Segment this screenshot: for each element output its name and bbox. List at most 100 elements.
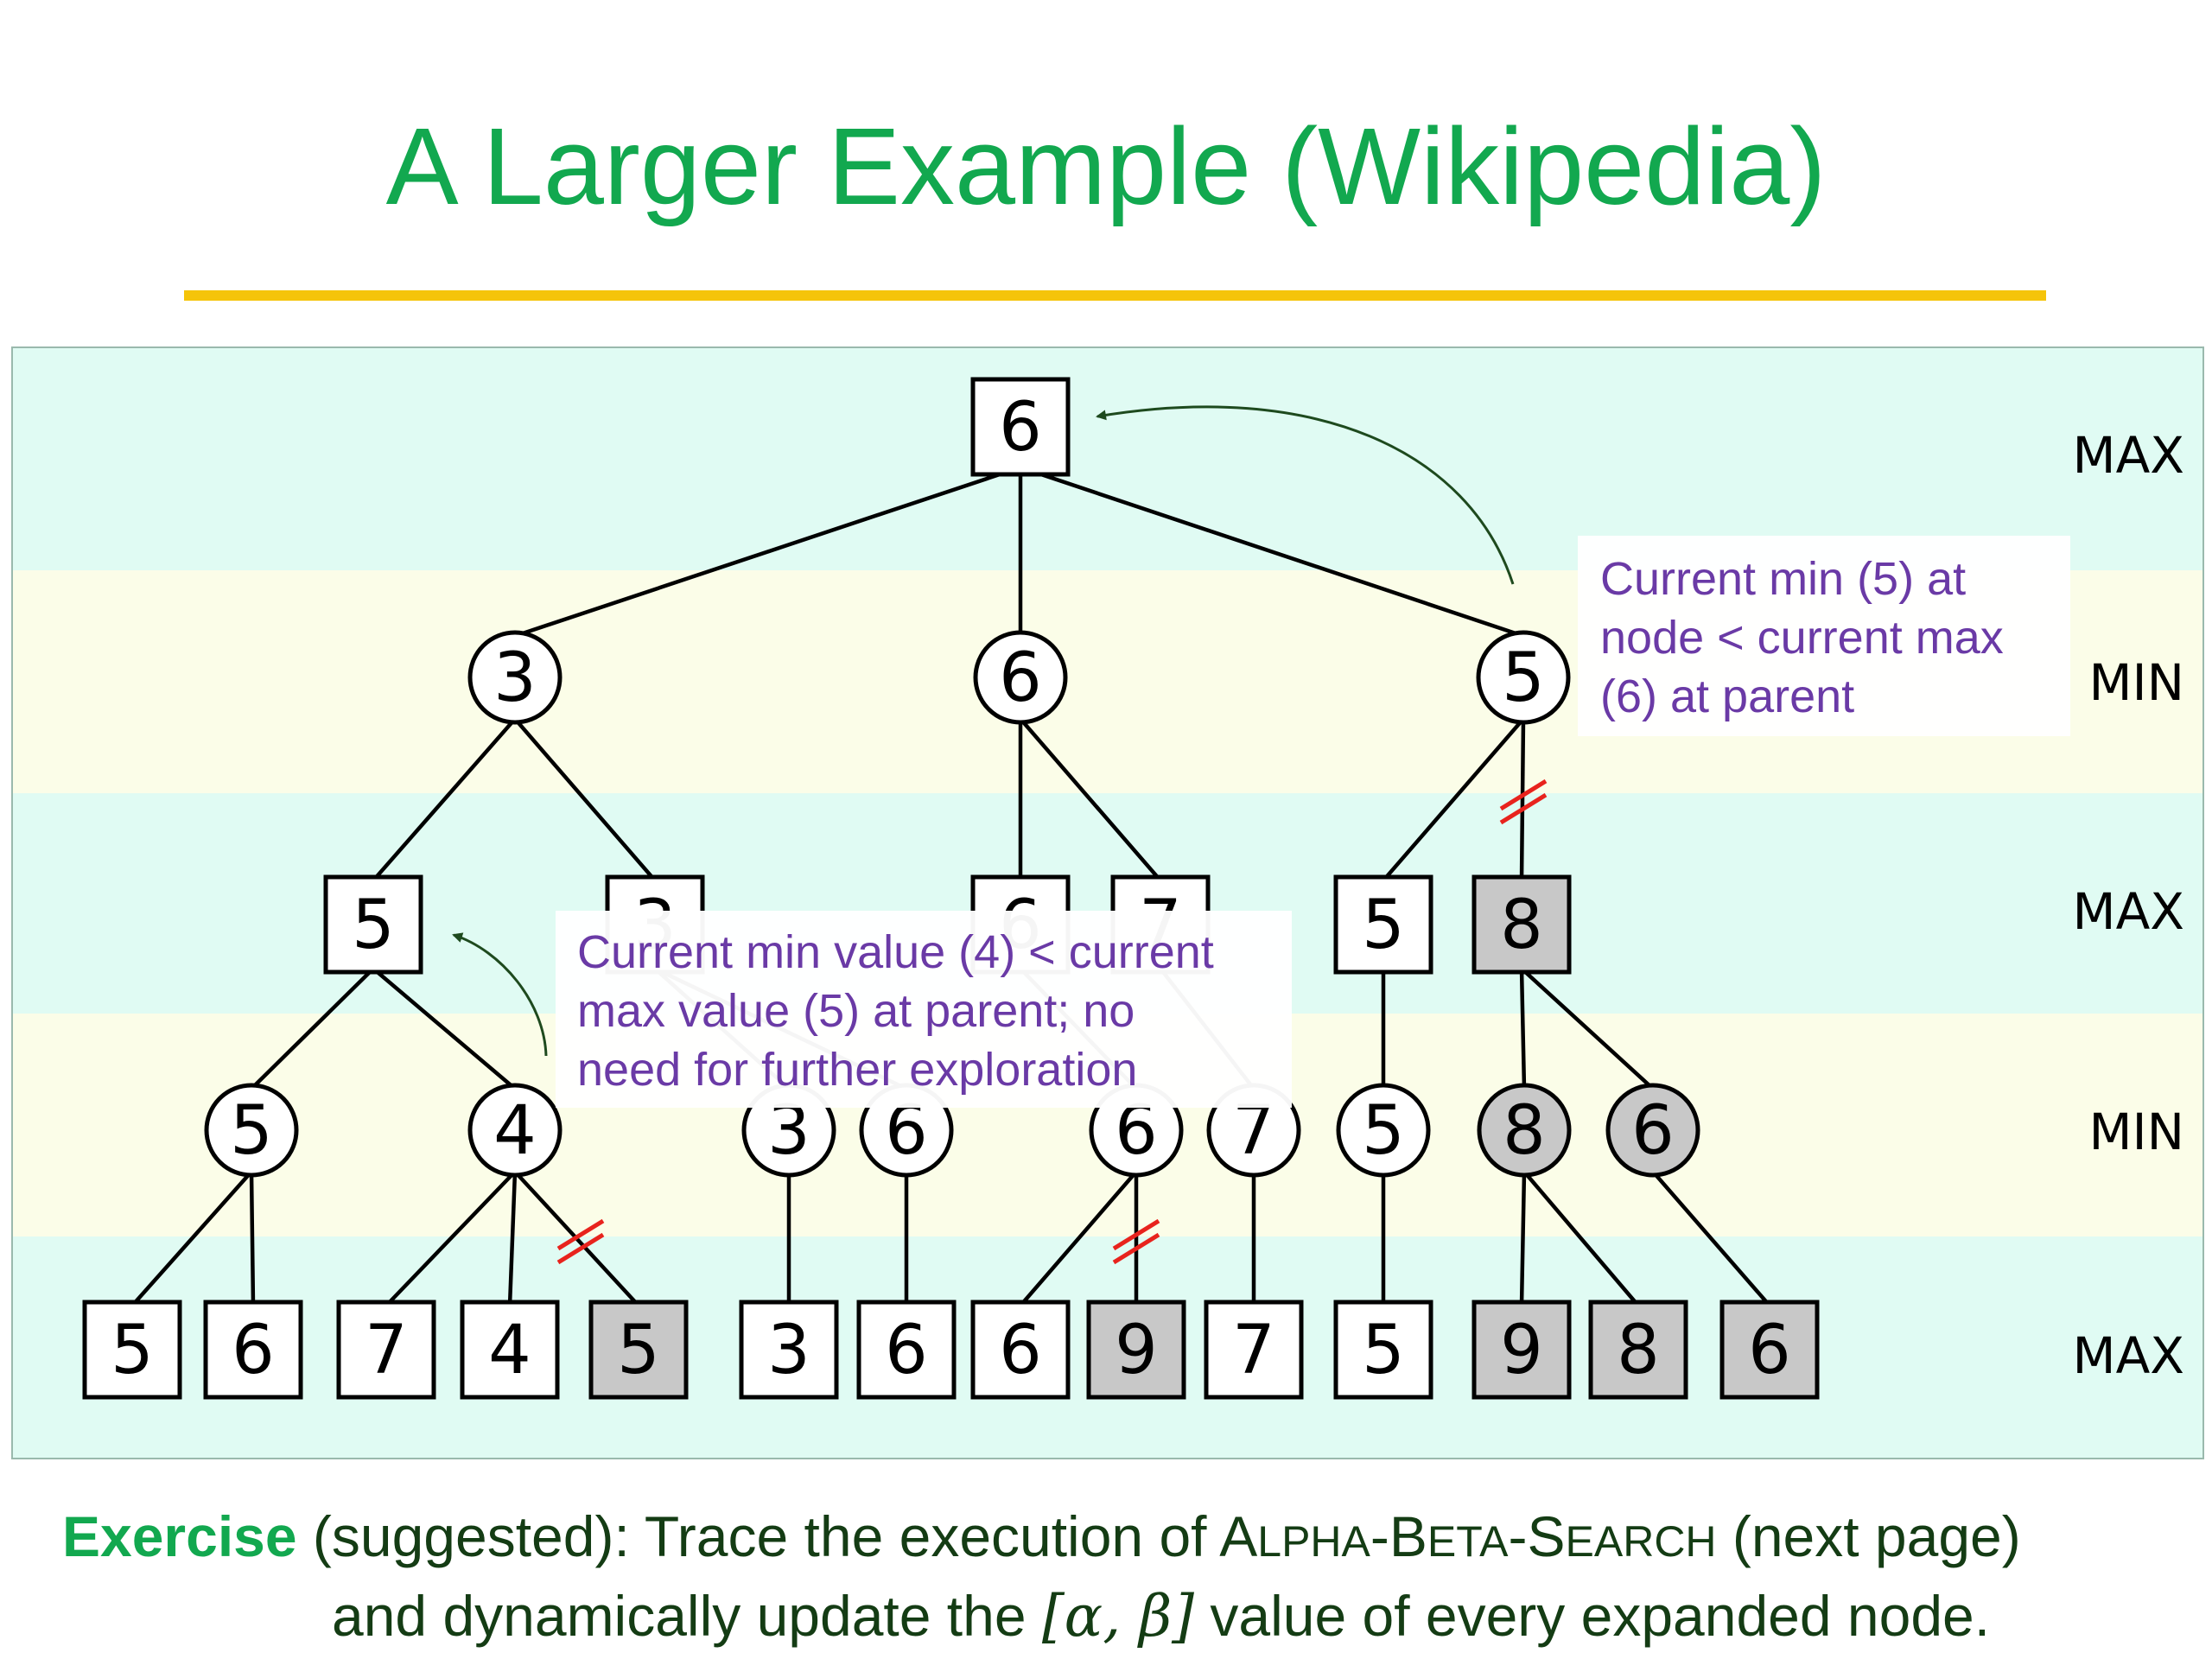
level-label-min: MIN bbox=[2088, 1103, 2184, 1161]
max-node: 6 bbox=[856, 1300, 957, 1400]
tree-edge bbox=[514, 465, 1021, 639]
level-label-max: MAX bbox=[2073, 882, 2184, 941]
callout-upper-line: Current min (5) at bbox=[1600, 553, 1966, 605]
max-node-pruned: 8 bbox=[1471, 874, 1572, 975]
min-node: 5 bbox=[1476, 630, 1571, 725]
slide-title: A Larger Example (Wikipedia) bbox=[385, 105, 1827, 227]
node-value: 7 bbox=[1232, 1312, 1275, 1389]
exercise-text: Exercise (suggested): Trace the executio… bbox=[62, 1499, 2171, 1654]
node-value: 5 bbox=[1362, 887, 1405, 964]
tree-edge bbox=[1522, 1170, 1640, 1307]
min-node: 4 bbox=[467, 1083, 563, 1178]
tree-edge bbox=[250, 967, 375, 1090]
tree-edge bbox=[1019, 717, 1162, 882]
tree-edge bbox=[1519, 968, 1527, 1090]
max-node: 4 bbox=[460, 1300, 560, 1400]
max-node: 5 bbox=[1333, 1300, 1433, 1400]
tree-edge bbox=[1651, 1170, 1771, 1307]
callout-lower-line: need for further exploration bbox=[577, 1044, 1137, 1096]
level-label-max: MAX bbox=[2073, 1326, 2184, 1385]
tree-edge bbox=[1019, 1170, 1138, 1307]
algorithm-name: ALPHA-BETA-SEARCH bbox=[1219, 1504, 1717, 1568]
min-node: 5 bbox=[1336, 1083, 1431, 1178]
node-value: 5 bbox=[111, 1312, 154, 1389]
node-value: 6 bbox=[1631, 1092, 1675, 1170]
node-value: 9 bbox=[1115, 1312, 1158, 1389]
max-node: 7 bbox=[1204, 1300, 1304, 1400]
tree-edge bbox=[372, 967, 517, 1090]
exercise-line-2: and dynamically update the [α, β] value … bbox=[62, 1579, 2171, 1654]
tree-edge bbox=[507, 1171, 518, 1306]
level-labels: MAX MIN MAX MIN MAX bbox=[2073, 426, 2184, 1385]
prune-mark bbox=[556, 1218, 605, 1265]
callout-lower-line: Current min value (4) < current bbox=[577, 926, 1214, 978]
callout-lower-line: max value (5) at parent; no bbox=[577, 985, 1135, 1037]
prune-mark bbox=[1499, 779, 1548, 825]
node-value: 5 bbox=[352, 887, 395, 964]
tree-edge bbox=[372, 717, 517, 882]
max-node: 5 bbox=[323, 874, 423, 975]
node-value: 4 bbox=[493, 1092, 537, 1170]
node-value: 6 bbox=[232, 1312, 275, 1389]
tree-edge bbox=[1020, 465, 1524, 639]
callout-lower: Current min value (4) < current max value… bbox=[556, 911, 1292, 1108]
tree-edges bbox=[130, 465, 1771, 1307]
tree-edge bbox=[1520, 967, 1655, 1090]
max-node: 5 bbox=[1333, 874, 1433, 975]
node-value: 5 bbox=[1362, 1092, 1405, 1170]
diagram-frame bbox=[11, 346, 2204, 1459]
callout-upper-line: node < current max bbox=[1600, 612, 2004, 664]
level-label-min: MIN bbox=[2088, 653, 2184, 712]
node-value: 5 bbox=[230, 1092, 273, 1170]
node-value: 9 bbox=[1500, 1312, 1543, 1389]
max-node: 3 bbox=[739, 1300, 839, 1400]
max-node: 5 bbox=[82, 1300, 182, 1400]
callout-arrows bbox=[452, 405, 1515, 1057]
prune-mark bbox=[1112, 1218, 1160, 1265]
tree-nodes: 636553675854366758656745366975986 bbox=[82, 377, 1820, 1400]
max-node-pruned: 9 bbox=[1086, 1300, 1186, 1400]
min-node-pruned: 6 bbox=[1605, 1083, 1700, 1178]
exercise-text-1: (suggested): Trace the execution of bbox=[296, 1504, 1220, 1568]
node-value: 5 bbox=[617, 1312, 660, 1389]
max-node: 6 bbox=[970, 377, 1071, 477]
callout-arrow-upper bbox=[1096, 405, 1515, 585]
tree-edge bbox=[130, 1170, 253, 1307]
max-node-pruned: 6 bbox=[1719, 1300, 1820, 1400]
max-node-pruned: 8 bbox=[1588, 1300, 1688, 1400]
max-node: 6 bbox=[203, 1300, 303, 1400]
node-value: 8 bbox=[1503, 1092, 1546, 1170]
node-value: 5 bbox=[1362, 1312, 1405, 1389]
title-underline bbox=[184, 290, 2046, 301]
node-value: 8 bbox=[1617, 1312, 1660, 1389]
max-node: 7 bbox=[336, 1300, 436, 1400]
max-node-pruned: 5 bbox=[588, 1300, 689, 1400]
node-value: 8 bbox=[1500, 887, 1543, 964]
node-value: 6 bbox=[999, 1312, 1042, 1389]
exercise-lead: Exercise bbox=[62, 1504, 297, 1568]
level-label-max: MAX bbox=[2073, 426, 2184, 485]
node-value: 4 bbox=[488, 1312, 531, 1389]
min-node: 5 bbox=[204, 1083, 299, 1178]
tree-edge bbox=[1382, 717, 1525, 882]
node-value: 3 bbox=[767, 1312, 810, 1389]
node-value: 6 bbox=[999, 389, 1042, 467]
tree-edge bbox=[1519, 1171, 1527, 1306]
node-value: 6 bbox=[999, 639, 1042, 717]
exercise-text-4: value of every expanded node. bbox=[1194, 1584, 1991, 1648]
node-value: 7 bbox=[365, 1312, 408, 1389]
min-node: 3 bbox=[467, 630, 563, 725]
min-node: 6 bbox=[973, 630, 1068, 725]
node-value: 3 bbox=[493, 639, 537, 717]
tree-edge bbox=[249, 1171, 256, 1306]
tree-edge bbox=[513, 717, 657, 882]
node-value: 6 bbox=[885, 1312, 928, 1389]
tree-edge bbox=[385, 1170, 517, 1307]
callout-arrow-lower bbox=[452, 932, 548, 1057]
alpha-beta-interval: [α, β] bbox=[1041, 1583, 1195, 1649]
exercise-text-3: and dynamically update the bbox=[332, 1584, 1042, 1648]
max-node: 6 bbox=[970, 1300, 1071, 1400]
